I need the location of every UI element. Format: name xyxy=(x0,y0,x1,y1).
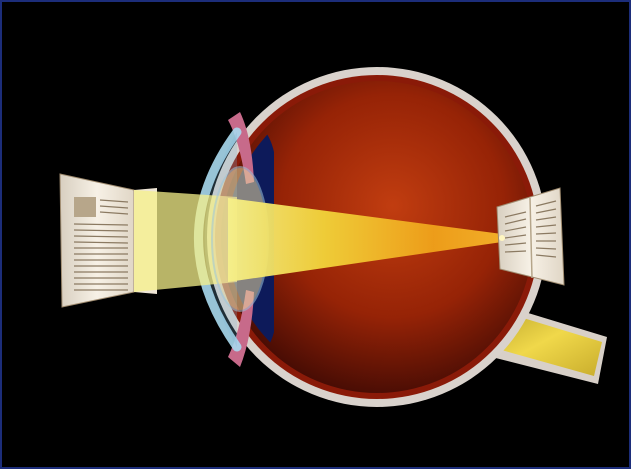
focal-point xyxy=(499,235,505,241)
